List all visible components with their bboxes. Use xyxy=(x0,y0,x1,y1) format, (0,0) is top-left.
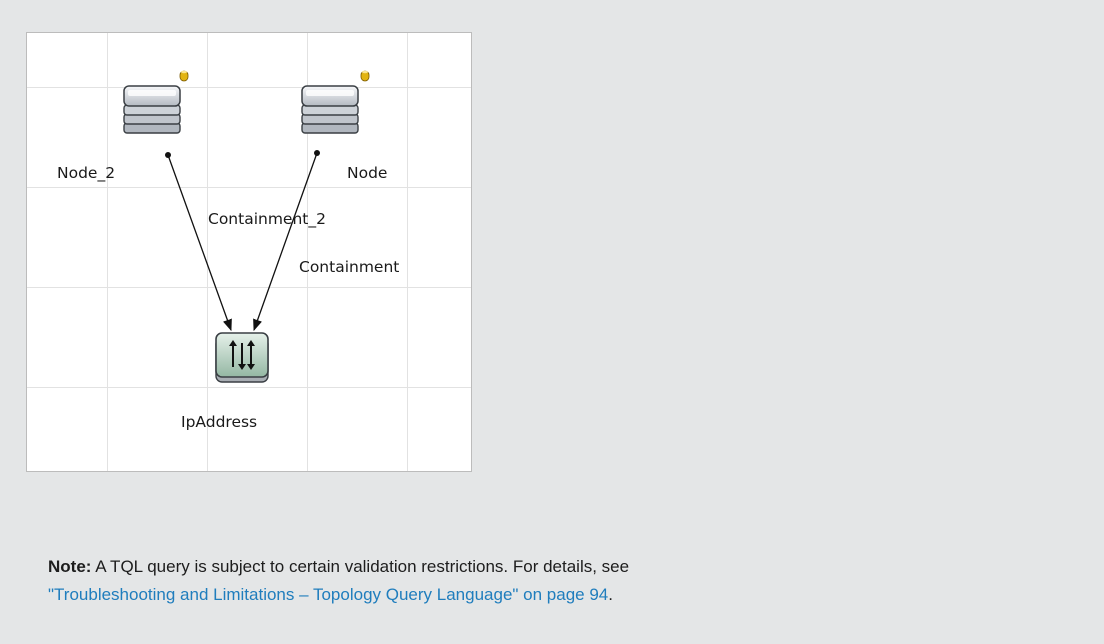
diagram-grid xyxy=(27,33,471,471)
note-paragraph: Note: A TQL query is subject to certain … xyxy=(48,553,1048,609)
tql-query-diagram: Node_2 Node Containment_2 Containment Ip… xyxy=(26,32,472,472)
cylinder-badge-icon xyxy=(179,70,189,82)
server-stack-icon xyxy=(123,85,181,134)
diagram-canvas: Node_2 Node Containment_2 Containment Ip… xyxy=(27,33,471,471)
note-text: A TQL query is subject to certain valida… xyxy=(91,557,630,576)
ip-address-icon xyxy=(215,332,269,383)
edge-label-containment-2: Containment_2 xyxy=(208,210,326,229)
server-stack-icon xyxy=(301,85,359,134)
ipaddress-label: IpAddress xyxy=(181,413,257,431)
note-prefix: Note: xyxy=(48,557,92,576)
node-node[interactable] xyxy=(301,70,370,134)
node-label: Node xyxy=(347,164,387,182)
ipaddress-node[interactable] xyxy=(215,332,269,383)
troubleshooting-link[interactable]: "Troubleshooting and Limitations – Topol… xyxy=(48,585,609,604)
edge-label-containment: Containment xyxy=(299,258,399,276)
edge-containment[interactable] xyxy=(253,150,320,332)
node-2-node[interactable] xyxy=(123,70,189,134)
edge-start-dot xyxy=(314,150,320,156)
node-2-label: Node_2 xyxy=(57,164,115,183)
note-suffix: . xyxy=(608,585,613,604)
edge-start-dot xyxy=(165,152,171,158)
edge-containment-2[interactable] xyxy=(165,152,232,332)
cylinder-badge-icon xyxy=(360,70,370,82)
